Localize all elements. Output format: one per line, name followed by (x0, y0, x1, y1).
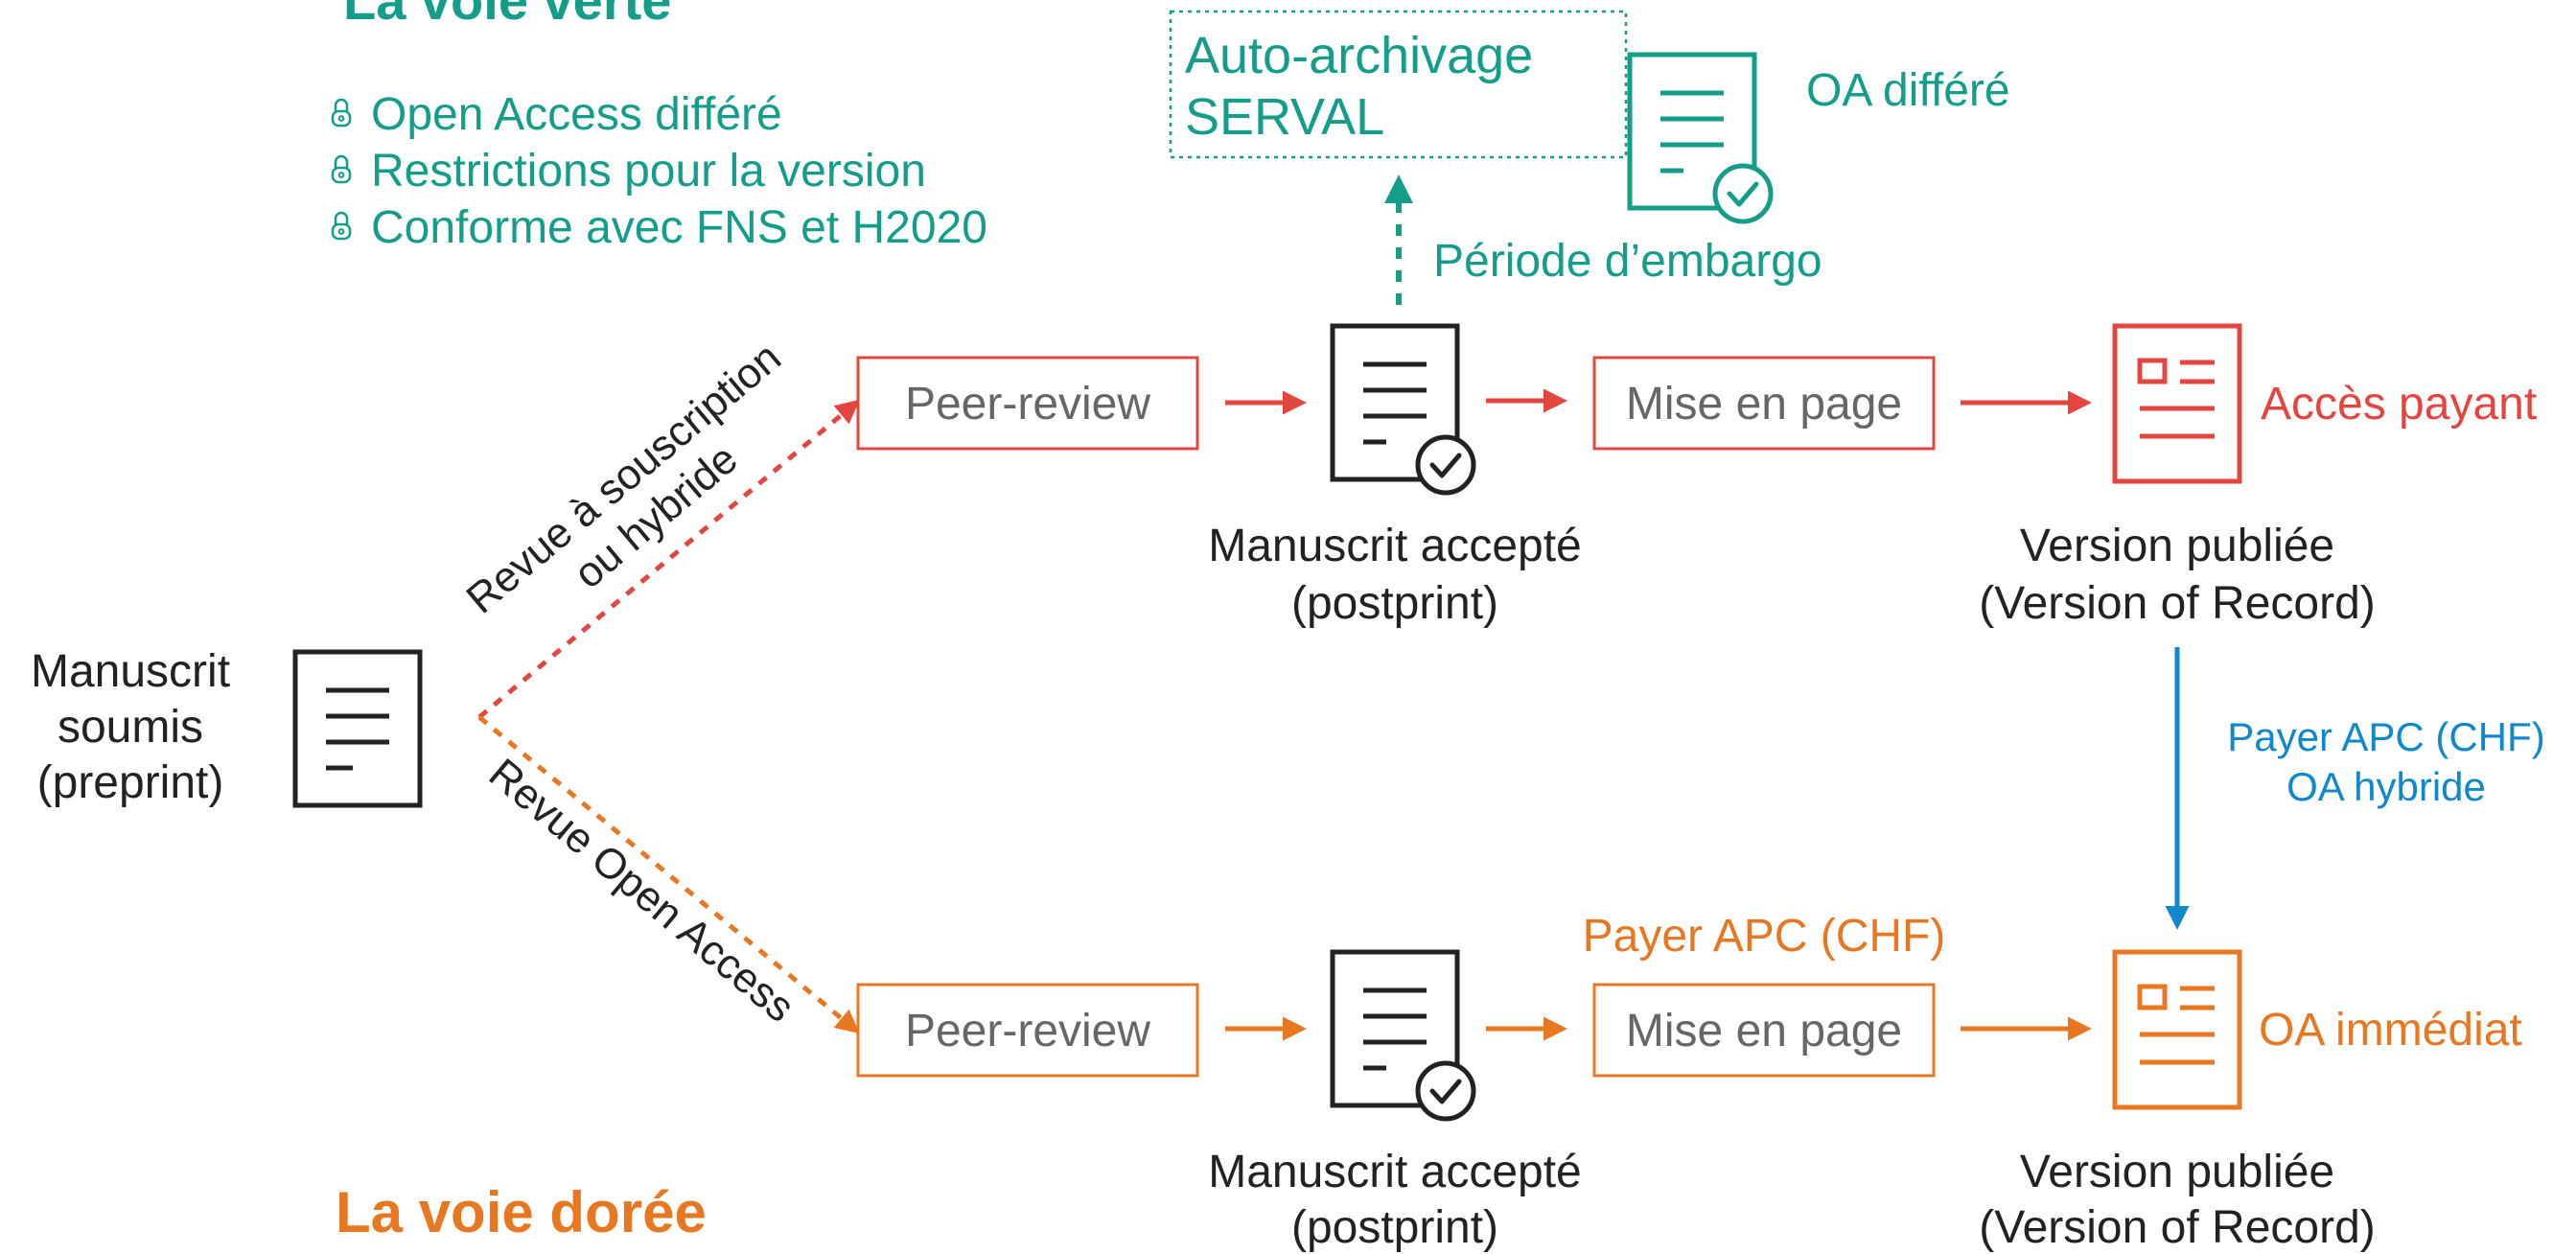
top-peer-review-box (856, 356, 1199, 451)
bottom-apc-label: Payer APC (CHF) (1583, 911, 1946, 962)
bottom-access-label: OA immédiat (2259, 1005, 2522, 1056)
branch-subscription-label: Revue à souscriptionou hybride (458, 334, 823, 661)
bottom-layout-box (1592, 983, 1936, 1078)
lock-icon (331, 154, 352, 184)
top-access-label: Accès payant (2261, 379, 2537, 430)
branch-subscription-arrow (477, 399, 860, 719)
branch-open-access-arrow (477, 715, 860, 1034)
green-route-bullets: Open Access différé Restrictions pour la… (331, 89, 987, 253)
submitted-document-icon (295, 652, 420, 805)
top-layout-box (1592, 356, 1936, 451)
bottom-published-document-icon (2112, 949, 2242, 1110)
top-accepted-label: Manuscrit accepté(postprint) (1208, 521, 1582, 629)
branch-open-access-label: Revue Open Access (480, 750, 803, 1032)
bullet-conforme-fns-h2020: Conforme avec FNS et H2020 (371, 202, 987, 253)
top-published-label: Version publiée(Version of Record) (1979, 521, 2376, 629)
top-accepted-document-icon (1333, 326, 1474, 493)
hybrid-label: Payer APC (CHF)OA hybride (2227, 714, 2544, 809)
lock-icon (331, 211, 352, 241)
bottom-published-label: Version publiée(Version of Record) (1979, 1147, 2376, 1253)
bottom-peer-review-box (856, 983, 1199, 1078)
bottom-accepted-label: Manuscrit accepté(postprint) (1208, 1147, 1582, 1253)
embargo-label: Période d’embargo (1433, 236, 1822, 287)
bottom-layout-label: Mise en page (1626, 1006, 1902, 1057)
green-route-title: La voie verte (343, 0, 671, 31)
top-layout-label: Mise en page (1626, 379, 1902, 430)
bullet-open-access-differe: Open Access différé (371, 89, 782, 140)
top-published-document-icon (2112, 323, 2242, 484)
delayed-oa-document-icon (1630, 55, 1771, 221)
top-peer-review-label: Peer-review (905, 379, 1150, 430)
bullet-restrictions-version: Restrictions pour la version (371, 146, 926, 197)
bottom-accepted-document-icon (1333, 952, 1474, 1119)
gold-route-title: La voie dorée (336, 1180, 707, 1244)
delayed-oa-label: OA différé (1806, 65, 2010, 116)
bottom-peer-review-label: Peer-review (905, 1006, 1150, 1057)
lock-icon (331, 98, 352, 128)
self-archiving-box (1169, 10, 1628, 159)
